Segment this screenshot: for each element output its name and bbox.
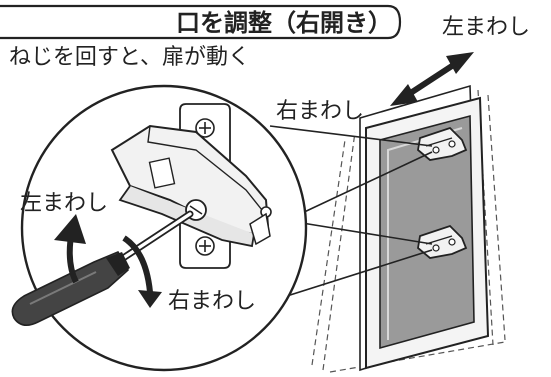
magnified-view: 左まわし 右まわし xyxy=(11,84,308,372)
swing-line xyxy=(487,94,506,341)
screwdriver xyxy=(11,210,194,326)
swing-line xyxy=(322,131,356,371)
door-right-turn-label: 右まわし xyxy=(276,99,364,124)
screw-left-turn-label: 左まわし xyxy=(20,191,108,216)
right-turn-arrow xyxy=(122,235,153,293)
heading-fragment: 口を調整（右開き） xyxy=(176,9,392,37)
door-panel xyxy=(379,114,475,350)
screw-right-turn-label: 右まわし xyxy=(168,289,256,314)
instruction-fragment: ねじを回すと、扉が動く xyxy=(9,45,250,70)
door-left-turn-label: 左まわし xyxy=(442,15,530,40)
door-hinge-upper xyxy=(417,126,468,161)
door-movement-double-arrow xyxy=(390,52,474,106)
heading-box: 口を調整（右開き） xyxy=(0,4,402,40)
swing-line xyxy=(311,139,346,366)
zoom-callout-lines xyxy=(267,125,433,303)
